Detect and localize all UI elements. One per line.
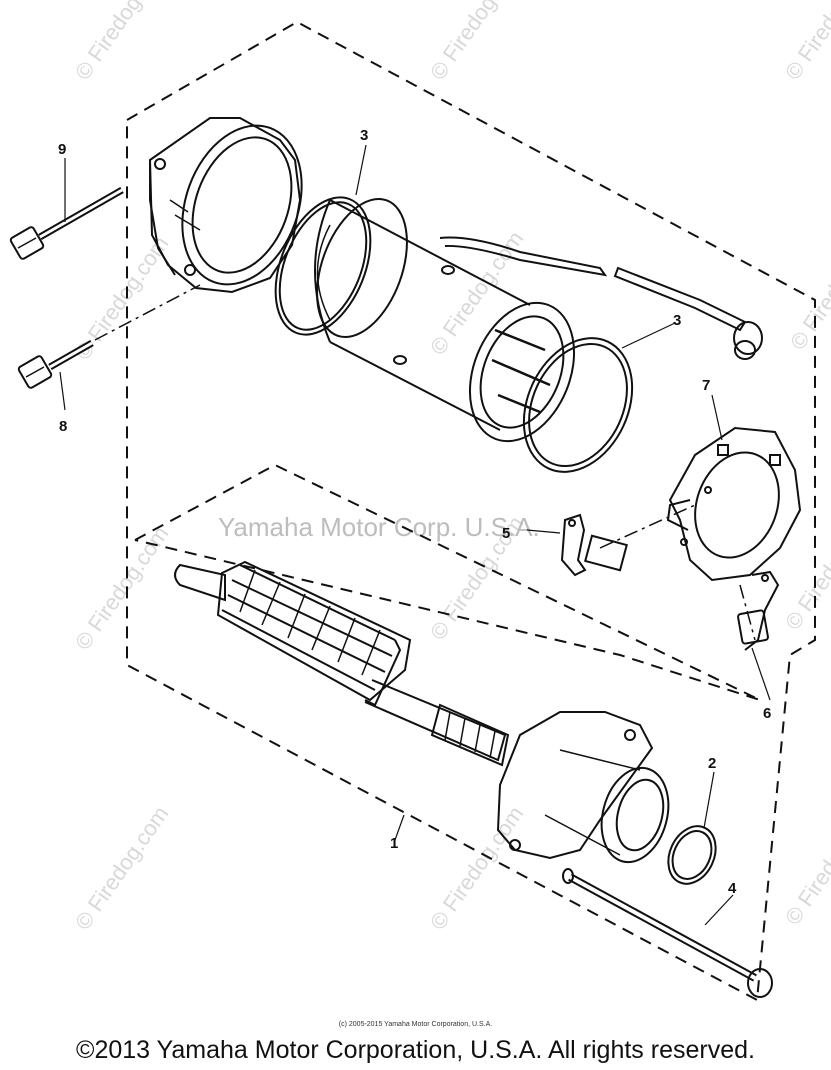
part-4-through-bolt bbox=[562, 868, 773, 998]
part-7-brush-plate bbox=[666, 426, 802, 582]
callout-1: 1 bbox=[390, 835, 398, 852]
copyright-small: (c) 2005-2015 Yamaha Motor Corporation, … bbox=[338, 1021, 493, 1028]
center-watermark: Yamaha Motor Corp. U.S.A. bbox=[218, 512, 540, 542]
axis-line bbox=[599, 504, 696, 549]
callout-3-upper: 3 bbox=[360, 127, 368, 144]
front-cover bbox=[496, 711, 670, 864]
axis-line bbox=[94, 284, 201, 341]
yoke-housing bbox=[314, 197, 576, 443]
callout-5: 5 bbox=[502, 525, 510, 542]
armature-boundary bbox=[134, 463, 761, 701]
part-8-bolt bbox=[17, 339, 94, 389]
callout-9: 9 bbox=[58, 141, 66, 158]
rear-end-cover bbox=[148, 117, 303, 294]
callout-7: 7 bbox=[702, 377, 710, 394]
part-6-brush-holder bbox=[737, 570, 780, 651]
part-5-brush bbox=[560, 513, 628, 577]
part-3-o-ring-upper bbox=[274, 196, 372, 336]
callout-4: 4 bbox=[728, 880, 737, 897]
callout-8: 8 bbox=[59, 418, 67, 435]
copyright-notice: ©2013 Yamaha Motor Corporation, U.S.A. A… bbox=[76, 1036, 755, 1064]
callout-3-lower: 3 bbox=[673, 312, 681, 329]
part-2-o-ring-small bbox=[667, 825, 717, 885]
callout-6: 6 bbox=[763, 705, 771, 722]
callout-2: 2 bbox=[708, 755, 716, 772]
part-9-bolt bbox=[9, 186, 124, 260]
armature bbox=[174, 560, 510, 767]
leader-lines bbox=[59, 144, 771, 926]
part-3-o-ring-lower bbox=[522, 337, 634, 473]
lead-wire bbox=[439, 236, 763, 360]
